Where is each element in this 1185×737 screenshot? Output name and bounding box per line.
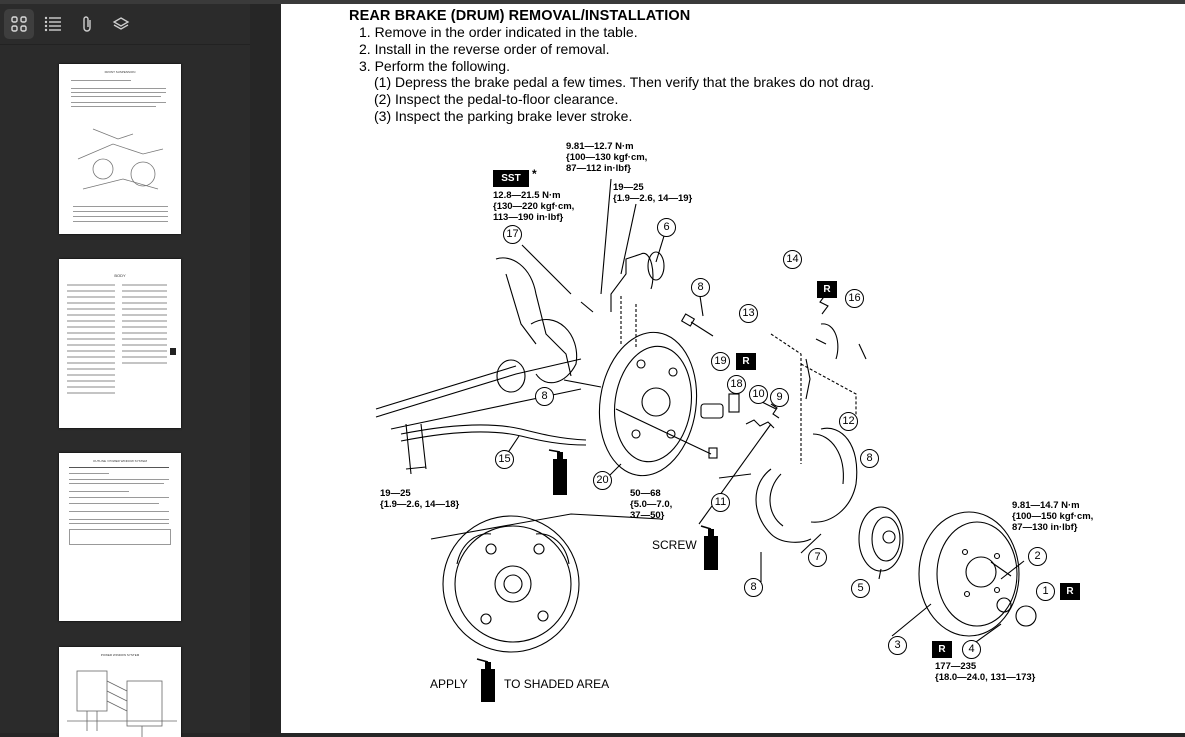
callout-15: 15 bbox=[495, 450, 514, 469]
callout-18: 18 bbox=[727, 375, 746, 394]
instruction-substep: (1) Depress the brake pedal a few times.… bbox=[374, 74, 875, 90]
outline-tab[interactable] bbox=[38, 9, 68, 39]
thumbnail-toc bbox=[67, 284, 176, 394]
callout-14: 14 bbox=[783, 250, 802, 269]
callout-8: 8 bbox=[860, 449, 879, 468]
page-thumbnail-1[interactable]: FRONT SUSPENSION bbox=[59, 64, 181, 234]
thumbnail-drawing bbox=[77, 128, 164, 190]
sst-badge: SST bbox=[493, 170, 529, 187]
list-icon bbox=[44, 16, 61, 32]
torque-spec-b: 19—25{1.9—2.6, 14—19} bbox=[613, 182, 693, 204]
callout-5: 5 bbox=[851, 579, 870, 598]
page-thumbnail-2[interactable]: BODY bbox=[59, 259, 181, 428]
torque-spec-c: 12.8—21.5 N·m{130—220 kgf·cm,113—190 in·… bbox=[493, 190, 575, 223]
shaded-area-label: TO SHADED AREA bbox=[504, 677, 610, 691]
instruction-substep: (2) Inspect the pedal-to-floor clearance… bbox=[374, 91, 619, 107]
replace-badge: R bbox=[817, 281, 837, 298]
instruction-step: 3. Perform the following. bbox=[359, 58, 510, 74]
instruction-step: 2. Install in the reverse order of remov… bbox=[359, 41, 610, 57]
instruction-step: 1. Remove in the order indicated in the … bbox=[359, 24, 638, 40]
callout-1: 1 bbox=[1036, 582, 1055, 601]
thumbnail-title: POWER WINDOW SYSTEM bbox=[100, 653, 140, 657]
callout-13: 13 bbox=[739, 304, 758, 323]
sidebar-toolbar bbox=[0, 4, 250, 45]
torque-spec-d: 19—25{1.9—2.6, 14—18} bbox=[380, 488, 460, 510]
torque-spec-a: 9.81—12.7 N·m{100—130 kgf·cm,87—112 in·l… bbox=[566, 141, 648, 174]
page-gutter bbox=[250, 4, 281, 733]
thumbnail-title: OUTLINE / POWER WINDOW SYSTEM bbox=[92, 459, 147, 463]
replace-badge: R bbox=[736, 353, 756, 370]
thumbnail-title: FRONT SUSPENSION bbox=[104, 70, 136, 74]
apply-label: APPLY bbox=[430, 677, 468, 691]
callout-8: 8 bbox=[691, 278, 710, 297]
brake-exploded-diagram bbox=[375, 178, 1037, 702]
grease-can-icon bbox=[548, 449, 567, 495]
paperclip-icon bbox=[83, 16, 91, 32]
torque-spec-e: 50—68{5.0—7.0,37—50} bbox=[630, 488, 673, 521]
thumbnail-title: BODY bbox=[114, 273, 126, 278]
instruction-substep: (3) Inspect the parking brake lever stro… bbox=[374, 108, 633, 124]
window-top-border bbox=[0, 0, 1185, 4]
asterisk-mark: * bbox=[532, 167, 537, 181]
callout-4: 4 bbox=[962, 640, 981, 659]
sidebar: FRONT SUSPENSION BODY OUTLINE / POWER WI… bbox=[0, 4, 251, 737]
callout-16: 16 bbox=[845, 289, 864, 308]
callout-12: 12 bbox=[839, 412, 858, 431]
grease-can-icon bbox=[476, 658, 495, 702]
callout-11: 11 bbox=[711, 493, 730, 512]
callout-17: 17 bbox=[503, 225, 522, 244]
thumbnails-tab[interactable] bbox=[4, 9, 34, 39]
layers-icon bbox=[112, 17, 130, 30]
page-thumbnail-3[interactable]: OUTLINE / POWER WINDOW SYSTEM bbox=[59, 453, 181, 621]
document-page: REAR BRAKE (DRUM) REMOVAL/INSTALLATION 1… bbox=[281, 4, 1185, 733]
grease-can-icon bbox=[700, 525, 718, 570]
callout-8: 8 bbox=[744, 578, 763, 597]
replace-badge: R bbox=[932, 641, 952, 658]
callout-2: 2 bbox=[1028, 547, 1047, 566]
callout-10: 10 bbox=[749, 385, 768, 404]
page-thumbnail-4[interactable]: POWER WINDOW SYSTEM bbox=[59, 647, 181, 737]
callout-3: 3 bbox=[888, 636, 907, 655]
torque-spec-g: 177—235{18.0—24.0, 131—173} bbox=[935, 661, 1036, 683]
page-heading: REAR BRAKE (DRUM) REMOVAL/INSTALLATION bbox=[349, 8, 691, 24]
callout-19: 19 bbox=[711, 352, 730, 371]
callout-9: 9 bbox=[770, 388, 789, 407]
attachments-tab[interactable] bbox=[72, 9, 102, 39]
layers-tab[interactable] bbox=[106, 9, 136, 39]
callout-7: 7 bbox=[808, 548, 827, 567]
callout-8: 8 bbox=[535, 387, 554, 406]
replace-badge: R bbox=[1060, 583, 1080, 600]
callout-20: 20 bbox=[593, 471, 612, 490]
callout-6: 6 bbox=[657, 218, 676, 237]
grid-icon bbox=[11, 16, 27, 32]
thumbnail-wiring bbox=[67, 670, 177, 737]
screw-label: SCREW bbox=[652, 538, 697, 552]
torque-spec-f: 9.81—14.7 N·m{100—150 kgf·cm,87—130 in·l… bbox=[1012, 500, 1094, 533]
